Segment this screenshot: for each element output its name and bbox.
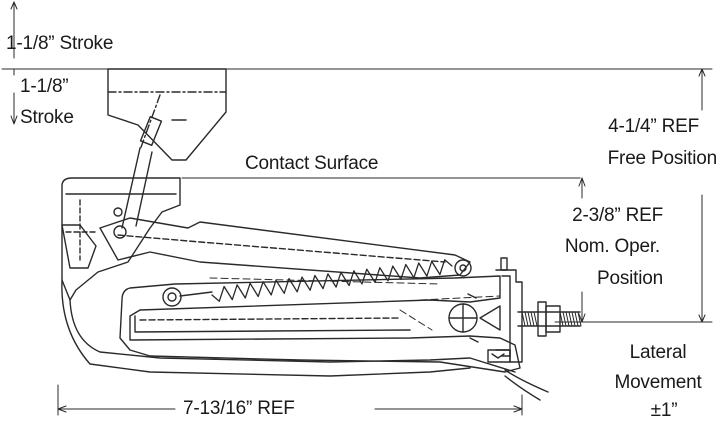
stroke-top-label: 1-1/8” Stroke	[6, 33, 114, 54]
hidden-lines	[209, 277, 501, 331]
stroke-left-word-label: Stroke	[20, 107, 74, 128]
free-position-label: Free Position	[607, 148, 718, 169]
lateral-label: Lateral	[629, 342, 687, 363]
end-mechanism	[448, 257, 582, 363]
free-position-cap	[107, 68, 227, 161]
housing-body	[61, 147, 549, 401]
movement-label: Movement	[614, 372, 702, 393]
coil-spring	[211, 259, 453, 302]
contact-surface-label: Contact Surface	[245, 153, 379, 174]
lateral-value-label: ±1”	[650, 400, 678, 421]
stroke-left-value-label: 1-1/8”	[20, 76, 69, 97]
nominal-oper-label: Nom. Oper.	[564, 236, 660, 257]
nominal-ref-label: 2-3/8” REF	[572, 205, 663, 226]
free-position-ref-label: 4-1/4” REF	[608, 116, 699, 137]
overall-length-label: 7-13/16” REF	[183, 398, 295, 419]
nominal-position-label: Position	[597, 268, 663, 289]
